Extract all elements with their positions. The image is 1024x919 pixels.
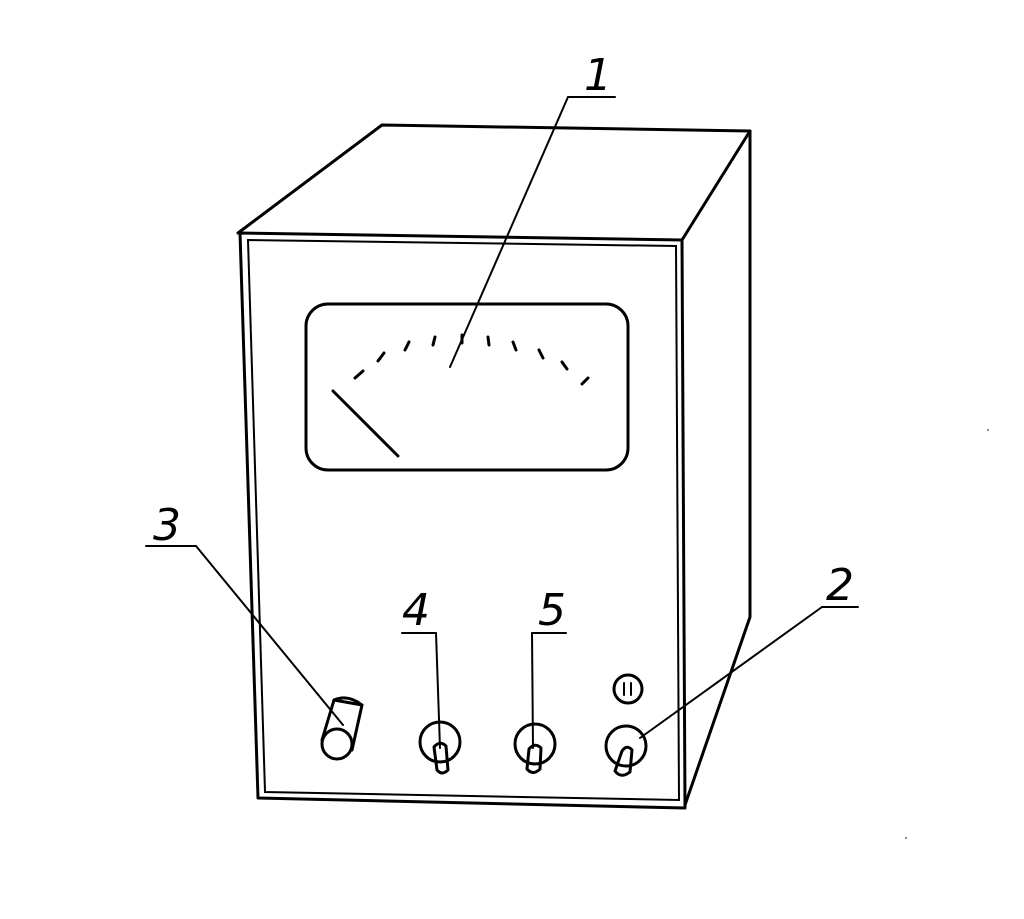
scan-speck	[905, 837, 907, 839]
toggle-switch-5[interactable]	[513, 722, 557, 774]
power-indicator	[612, 673, 644, 705]
cabinet-side-face	[683, 129, 752, 807]
toggle-switch-2[interactable]	[604, 724, 648, 777]
callout-label-2: 2	[826, 560, 854, 611]
callout-label-4: 4	[402, 585, 430, 636]
connector-socket[interactable]	[320, 696, 364, 761]
scan-speck	[987, 429, 989, 431]
callout-label-5: 5	[538, 585, 566, 636]
callout-label-3: 3	[153, 500, 181, 551]
leader-lines	[145, 96, 859, 749]
meter-pointer	[331, 389, 400, 458]
callout-label-1: 1	[584, 50, 612, 101]
cabinet-top-face	[236, 123, 752, 242]
cabinet-front-panel	[238, 231, 687, 810]
meter-scale	[353, 333, 590, 386]
meter-window	[304, 302, 630, 472]
